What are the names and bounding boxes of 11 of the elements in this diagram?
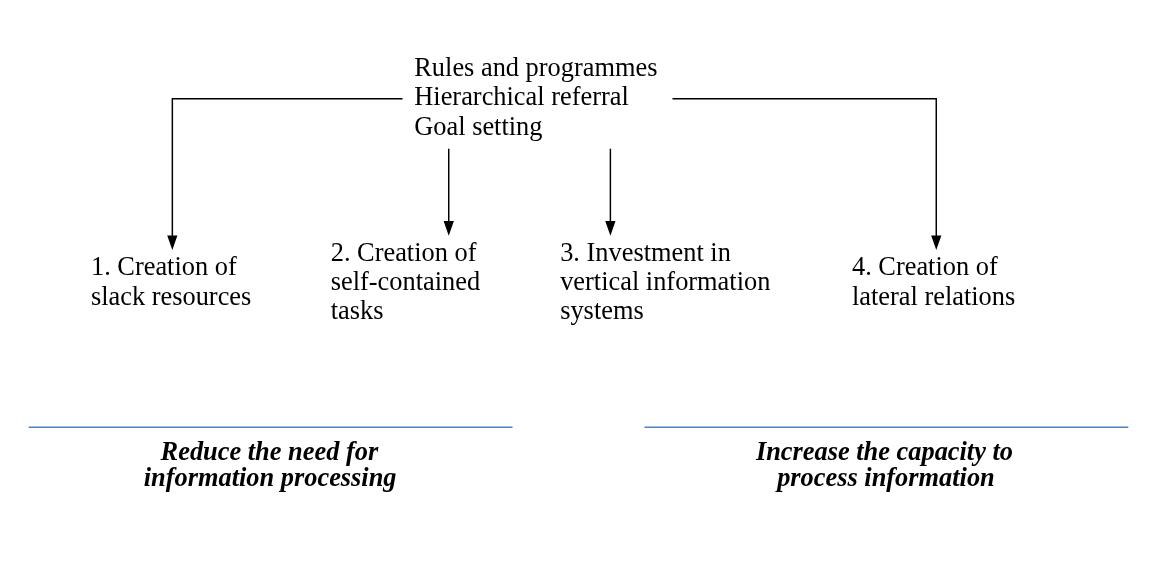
node-text: Rules and programmes Hierarchical referral Goal setting	[414, 51, 658, 140]
node-text: 1. Creation of slack resources	[90, 250, 252, 311]
arrow	[605, 147, 616, 236]
arrow	[443, 147, 454, 236]
node-text: 4. Creation of lateral relations	[851, 250, 1016, 311]
label: Increase the capacity to process information	[755, 435, 1014, 492]
arrow	[671, 97, 942, 250]
label: Reduce the need for information processing	[143, 435, 397, 492]
node-text: 2. Creation of self-contained tasks	[330, 236, 481, 325]
node-text: 3. Investment in vertical information systems	[560, 236, 771, 325]
arrow	[167, 97, 404, 250]
